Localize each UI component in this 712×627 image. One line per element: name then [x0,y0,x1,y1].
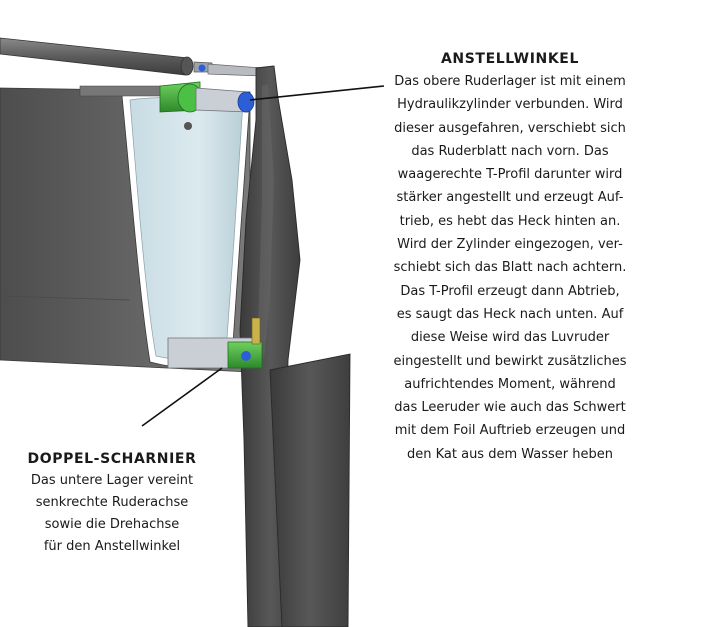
text-line: Das T-Profil erzeugt dann Abtrieb, [400,283,620,299]
tiller-tube [0,37,194,76]
pointer-anstellwinkel [249,85,385,101]
text-line: aufrichtendes Moment, während [404,376,616,392]
doppel-scharnier-title: DOPPEL-SCHARNIER [27,451,197,467]
upper-bearing [79,81,255,130]
doppel-scharnier-callout: DOPPEL-SCHARNIER Das untere Lager verein… [6,451,218,558]
text-line: schiebt sich das Blatt nach achtern. [393,260,627,276]
text-line: Hydraulikzylinder verbunden. Wird [397,97,623,113]
anstellwinkel-callout: ANSTELLWINKEL Das obere Ruderlager ist m… [379,51,641,466]
text-line: Das obere Ruderlager ist mit einem [394,74,626,89]
text-line: es saugt das Heck nach unten. Auf [396,306,624,322]
transom-window [121,91,251,369]
text-line: Wird der Zylinder eingezogen, ver- [397,237,623,253]
text-line: diese Weise wird das Luvruder [410,330,610,346]
text-line: stärker angestellt und erzeugt Auf- [396,190,624,206]
text-line: den Kat aus dem Wasser heben [406,446,613,462]
text-line: sowie die Drehachse [44,517,180,532]
text-line: das Ruderblatt nach vorn. Das [411,143,609,159]
text-line: senkrechte Ruderachse [35,495,189,510]
lower-fin [269,353,351,627]
text-line: für den Anstellwinkel [43,539,181,554]
anstellwinkel-title: ANSTELLWINKEL [440,51,579,67]
text-line: eingestellt und bewirkt zusätzliches [393,353,627,369]
text-line: Das untere Lager vereint [30,473,194,488]
text-line: das Leeruder wie auch das Schwert [394,400,626,416]
pointer-doppel-scharnier [141,367,223,427]
lower-hinge [167,317,263,369]
text-line: mit dem Foil Auftrieb erzeugen und [394,423,626,439]
hydraulic-link [193,61,263,77]
text-line: dieser ausgefahren, verschiebt sich [394,120,626,136]
text-line: waagerechte T-Profil darunter wird [397,167,623,183]
text-line: trieb, es hebt das Heck hinten an. [399,213,621,229]
doppel-scharnier-text: Das untere Lager vereint senkrechte Ruder… [6,470,218,558]
